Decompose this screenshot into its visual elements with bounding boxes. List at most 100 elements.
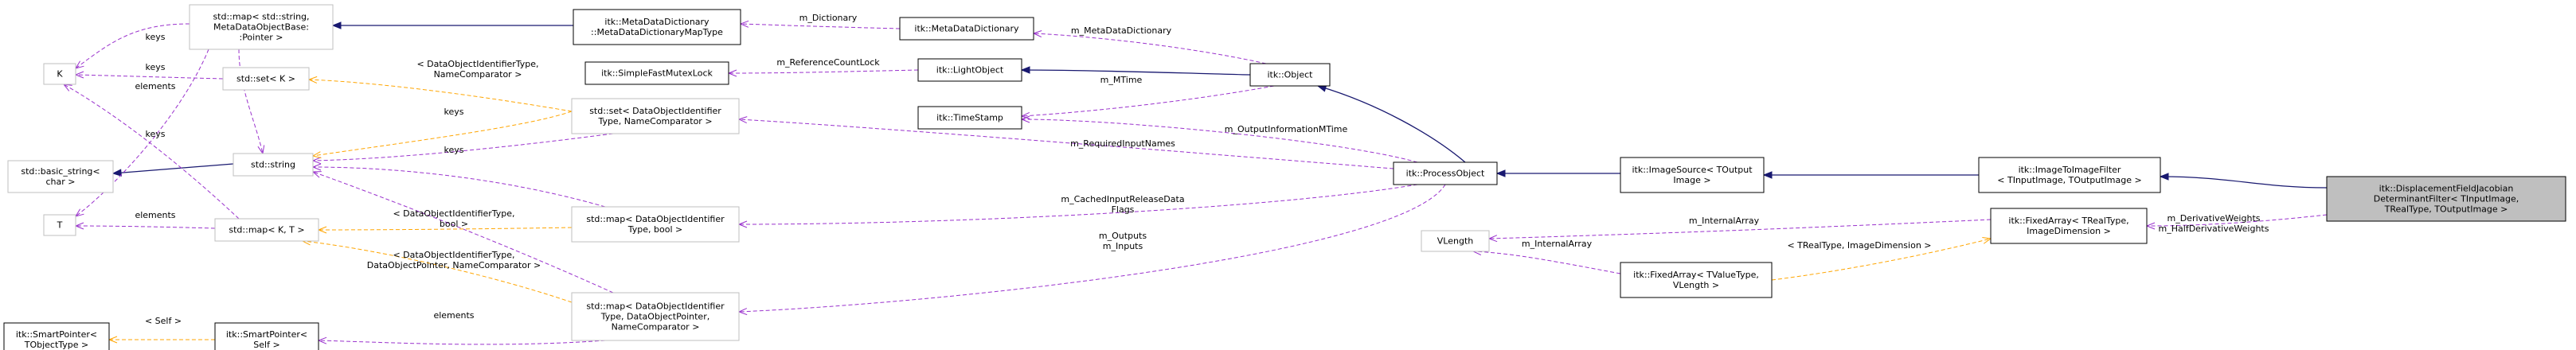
edge-label-mapKT-T: elements (135, 210, 175, 220)
edge-e-mapmeta-K (74, 23, 190, 69)
edge-e-setK-K (74, 71, 224, 80)
edge-label-mapbool-string: keys (444, 145, 464, 155)
class-node-K[interactable]: K (43, 63, 76, 85)
class-node-setK[interactable]: std::set< K > (222, 67, 310, 91)
class-node-object[interactable]: itk::Object (1249, 63, 1331, 87)
edge-e-po-object (1316, 84, 1466, 163)
edge-label-mapKT-K: keys (146, 129, 166, 139)
edge-label-setK-K: keys (146, 62, 166, 72)
class-name: itk::SmartPointer<TObjectType > (16, 329, 97, 350)
class-name: std::basic_string<char > (21, 166, 100, 187)
edge-e-imgsrc-po (1495, 169, 1620, 177)
edge-label-po-setdoi: m_RequiredInputNames (1070, 138, 1175, 149)
edge-e-mapptr-string (311, 171, 614, 294)
class-node-sp-self[interactable]: itk::SmartPointer<Self > (214, 322, 319, 350)
class-node-mapmeta[interactable]: std::map< std::string,MetaDataObjectBase… (189, 4, 334, 50)
class-name: itk::FixedArray< TValueType,VLength > (1633, 270, 1759, 290)
class-node-procobj[interactable]: itk::ProcessObject (1393, 161, 1498, 185)
class-name: itk::FixedArray< TRealType,ImageDimensio… (2008, 216, 2128, 236)
class-node-T[interactable]: T (43, 214, 76, 236)
edge-label-obj-ts: m_MTime (1100, 75, 1143, 85)
class-name: itk::LightObject (936, 65, 1004, 76)
class-name: K (57, 69, 63, 80)
class-name: T (57, 220, 63, 231)
edge-label-fixedRT-vlen: m_InternalArray (1689, 216, 1760, 226)
class-name: std::set< K > (236, 74, 295, 84)
edge-label-fixedVT-fixedRT: < TRealType, ImageDimension > (1787, 240, 1931, 251)
edge-e-mddmap-mapmeta (331, 21, 573, 29)
class-node-mddmap[interactable]: itk::MetaDataDictionary::MetaDataDiction… (573, 9, 741, 45)
class-name: itk::TimeStamp (936, 113, 1003, 123)
class-node-fixedVT[interactable]: itk::FixedArray< TValueType,VLength > (1620, 262, 1773, 298)
class-node-timestamp[interactable]: itk::TimeStamp (917, 106, 1022, 130)
edge-e-setK-setdoi2 (311, 111, 573, 159)
edge-label-light-mutex: m_ReferenceCountLock (776, 57, 880, 68)
edge-e-setK-setdoi (307, 76, 573, 112)
edge-e-focus-img2img (2159, 173, 2328, 189)
edge-e-mapKT-T (74, 222, 216, 230)
edge-e-po-mapbool (737, 184, 1418, 228)
class-node-basicstr[interactable]: std::basic_string<char > (7, 160, 114, 193)
edge-e-fixedVT-vlen (1472, 248, 1621, 274)
class-node-mutex[interactable]: itk::SimpleFastMutexLock (584, 61, 729, 85)
edge-e-mapKT-mapptr (301, 238, 573, 303)
class-name: VLength (1437, 236, 1473, 247)
class-name: itk::MetaDataDictionary (914, 24, 1019, 34)
edge-e-mapptr-sp (317, 336, 606, 345)
class-node-sp-T[interactable]: itk::SmartPointer<TObjectType > (3, 322, 110, 350)
class-name: itk::ImageToImageFilter< TInputImage, TO… (1997, 165, 2141, 185)
edge-e-mapKT-K (62, 84, 240, 220)
edge-e-mapmeta-string (238, 49, 265, 155)
class-node-vlength[interactable]: VLength (1421, 230, 1490, 252)
edge-label-sp-self: < Self > (145, 316, 182, 326)
edge-e-object-light (1020, 66, 1251, 76)
edge-e-light-mutex (727, 69, 919, 77)
class-name: std::string (251, 160, 295, 170)
edge-e-obj-ts (1020, 85, 1275, 119)
edge-e-img2img-imgsrc (1762, 171, 1979, 179)
class-node-lightobj[interactable]: itk::LightObject (917, 58, 1022, 82)
edge-e-mapbool-string (311, 163, 606, 208)
edge-e-string-basic (111, 163, 234, 177)
class-name: itk::SimpleFastMutexLock (601, 68, 713, 79)
edge-label-mdd-map: m_Dictionary (799, 13, 858, 23)
class-name: std::map< K, T > (229, 225, 304, 235)
edge-labels-layer: m_Dictionary m_MetaDataDictionary m_Refere… (135, 13, 2269, 326)
edge-label-map-K: keys (146, 32, 166, 42)
edge-label-mapmeta-elements: elements (135, 81, 175, 91)
edge-label-obj-mdd: m_MetaDataDictionary (1071, 25, 1172, 36)
class-name: itk::Object (1268, 70, 1314, 80)
edge-label-fixedVT-vlen: m_InternalArray (1522, 239, 1593, 249)
edge-label-mapptr-sp: elements (433, 310, 474, 321)
class-name: std::map< std::string,MetaDataObjectBase… (213, 12, 309, 43)
edge-e-sp-self (107, 336, 215, 344)
class-node-mapKT[interactable]: std::map< K, T > (214, 218, 319, 242)
edge-label-setK-setdoi: < DataObjectIdentifierType,NameComparato… (416, 59, 538, 80)
edge-label-setdoi-string: keys (444, 107, 464, 117)
edge-label-mapKT-mapptr: < DataObjectIdentifierType,DataObjectPoi… (367, 250, 541, 270)
class-name: itk::SmartPointer<Self > (226, 329, 307, 350)
class-node-fixedRT[interactable]: itk::FixedArray< TRealType,ImageDimensio… (1990, 208, 2148, 244)
class-node-img2img[interactable]: itk::ImageToImageFilter< TInputImage, TO… (1978, 157, 2161, 193)
class-name: itk::MetaDataDictionary::MetaDataDiction… (591, 17, 723, 37)
edge-label-mapKT-mapbool: < DataObjectIdentifierType,bool > (393, 208, 514, 229)
class-node-string[interactable]: std::string (233, 153, 314, 177)
class-node-mdd[interactable]: itk::MetaDataDictionary (899, 17, 1034, 41)
class-name: itk::ProcessObject (1406, 169, 1485, 179)
edge-label-po-ts: m_OutputInformationMTime (1225, 124, 1348, 134)
